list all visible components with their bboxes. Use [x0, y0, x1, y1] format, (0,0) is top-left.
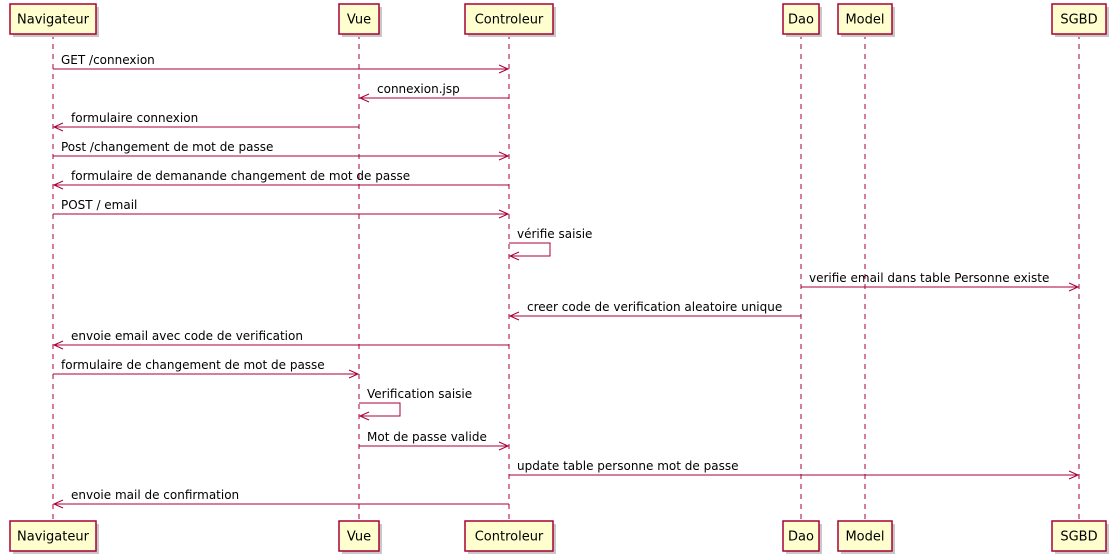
- message-label: Post /changement de mot de passe: [61, 140, 273, 154]
- message-label: verifie email dans table Personne existe: [809, 271, 1049, 285]
- arrow-head: [498, 64, 510, 74]
- message-2: connexion.jsp: [358, 82, 509, 103]
- message-1: GET /connexion: [53, 53, 510, 74]
- participant-box: [9, 520, 97, 552]
- message-10: envoie email avec code de verification: [52, 329, 509, 350]
- participant-label: Controleur: [475, 13, 544, 28]
- participant-box: [464, 3, 554, 35]
- participant-label: Vue: [347, 530, 371, 545]
- participant-vue-bottom: Vue: [338, 520, 382, 554]
- arrow-head: [1068, 282, 1080, 292]
- arrow-head: [358, 411, 370, 421]
- participant-controleur-top: Controleur: [464, 3, 556, 37]
- message-label: envoie email avec code de verification: [71, 329, 303, 343]
- participant-vue-top: Vue: [338, 3, 382, 37]
- participant-label: Dao: [788, 530, 814, 545]
- arrow-head: [1068, 470, 1080, 480]
- arrow-head: [508, 251, 520, 261]
- self-message-line: [509, 242, 551, 257]
- arrow-head: [498, 441, 510, 451]
- participant-box: [9, 3, 97, 35]
- participant-label: Model: [845, 530, 884, 545]
- message-label: envoie mail de confirmation: [71, 488, 239, 502]
- participant-label: Controleur: [475, 530, 544, 545]
- arrow-head: [358, 93, 370, 103]
- message-label: GET /connexion: [61, 53, 155, 67]
- arrow-head: [52, 180, 64, 190]
- message-label: formulaire connexion: [71, 111, 198, 125]
- arrow-head: [498, 151, 510, 161]
- arrow-head: [52, 122, 64, 132]
- message-12: Verification saisie: [358, 387, 472, 421]
- participant-box: [338, 3, 380, 35]
- participant-dao-top: Dao: [782, 3, 822, 37]
- participant-sgbd-bottom: SGBD: [1051, 520, 1109, 554]
- arrow-head: [52, 499, 64, 509]
- message-label: Verification saisie: [367, 387, 472, 401]
- message-14: update table personne mot de passe: [509, 459, 1080, 480]
- participant-box: [464, 520, 554, 552]
- participant-box: [338, 520, 380, 552]
- message-11: formulaire de changement de mot de passe: [53, 358, 360, 379]
- participant-box: [782, 3, 820, 35]
- message-3: formulaire connexion: [52, 111, 359, 132]
- participant-sgbd-top: SGBD: [1051, 3, 1109, 37]
- message-4: Post /changement de mot de passe: [53, 140, 510, 161]
- message-label: connexion.jsp: [377, 82, 460, 96]
- message-label: formulaire de changement de mot de passe: [61, 358, 325, 372]
- participant-label: Vue: [347, 13, 371, 28]
- participant-navigateur-bottom: Navigateur: [9, 520, 99, 554]
- participant-box: [1051, 3, 1107, 35]
- participant-box: [837, 3, 893, 35]
- message-15: envoie mail de confirmation: [52, 488, 509, 509]
- participant-label: SGBD: [1060, 13, 1097, 28]
- participant-dao-bottom: Dao: [782, 520, 822, 554]
- participant-navigateur-top: Navigateur: [9, 3, 99, 37]
- participant-label: Navigateur: [17, 13, 90, 28]
- participant-label: Dao: [788, 13, 814, 28]
- message-label: creer code de verification aleatoire uni…: [527, 300, 782, 314]
- message-label: vérifie saisie: [517, 227, 592, 241]
- participant-box: [782, 520, 820, 552]
- message-label: Mot de passe valide: [367, 430, 487, 444]
- message-8: verifie email dans table Personne existe: [801, 271, 1080, 292]
- participant-model-bottom: Model: [837, 520, 895, 554]
- message-6: POST / email: [53, 198, 510, 219]
- message-label: update table personne mot de passe: [517, 459, 738, 473]
- arrow-head: [498, 209, 510, 219]
- message-13: Mot de passe valide: [359, 430, 510, 451]
- participant-label: SGBD: [1060, 530, 1097, 545]
- arrow-head: [508, 311, 520, 321]
- message-5: formulaire de demanande changement de mo…: [52, 169, 509, 190]
- message-label: POST / email: [61, 198, 137, 212]
- message-label: formulaire de demanande changement de mo…: [71, 169, 410, 183]
- message-7: vérifie saisie: [508, 227, 592, 261]
- participant-model-top: Model: [837, 3, 895, 37]
- self-message-line: [359, 402, 401, 417]
- participant-controleur-bottom: Controleur: [464, 520, 556, 554]
- participant-box: [1051, 520, 1107, 552]
- message-9: creer code de verification aleatoire uni…: [508, 300, 801, 321]
- arrow-head: [348, 369, 360, 379]
- participant-label: Navigateur: [17, 530, 90, 545]
- participant-label: Model: [845, 13, 884, 28]
- arrow-head: [52, 340, 64, 350]
- participant-box: [837, 520, 893, 552]
